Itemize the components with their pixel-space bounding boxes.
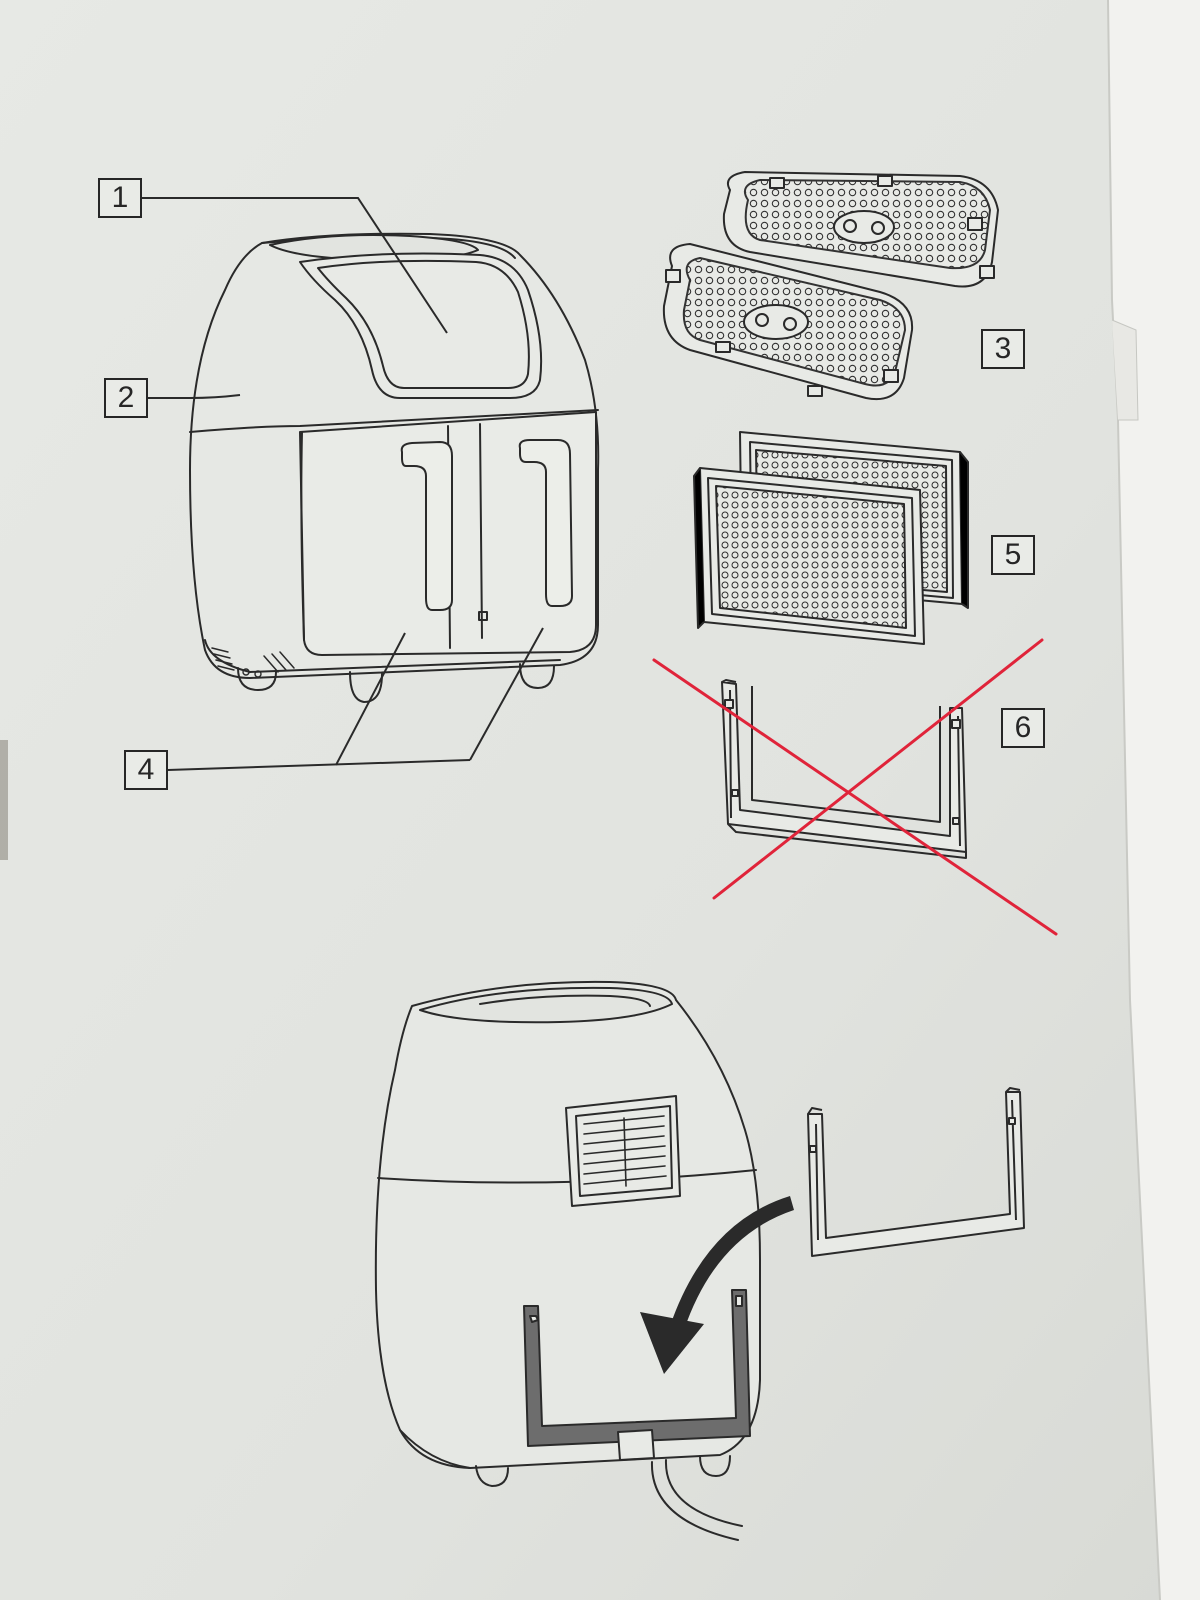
leader-4a: [335, 632, 406, 766]
callout-4: 4: [124, 750, 168, 790]
callout-2: 2: [104, 378, 148, 418]
callout-3: 3: [981, 329, 1025, 369]
curved-arrow-icon: [640, 1196, 794, 1374]
leader-lines: [142, 197, 544, 771]
leader-4b: [469, 627, 544, 761]
grill-racks: [693, 431, 969, 645]
air-fryer-front: [189, 232, 600, 703]
crisper-plates: [662, 171, 999, 400]
callout-6: 6: [1001, 708, 1045, 748]
divider-loose: [807, 1087, 1025, 1257]
leader-2: [148, 394, 241, 399]
leader-4: [167, 759, 471, 771]
red-x-cross-icon: [652, 638, 1058, 936]
page-fold: [1111, 319, 1139, 421]
callout-1: 1: [98, 178, 142, 218]
divider-installed: [523, 1289, 751, 1461]
callout-5: 5: [991, 535, 1035, 575]
leader-1: [142, 197, 448, 334]
